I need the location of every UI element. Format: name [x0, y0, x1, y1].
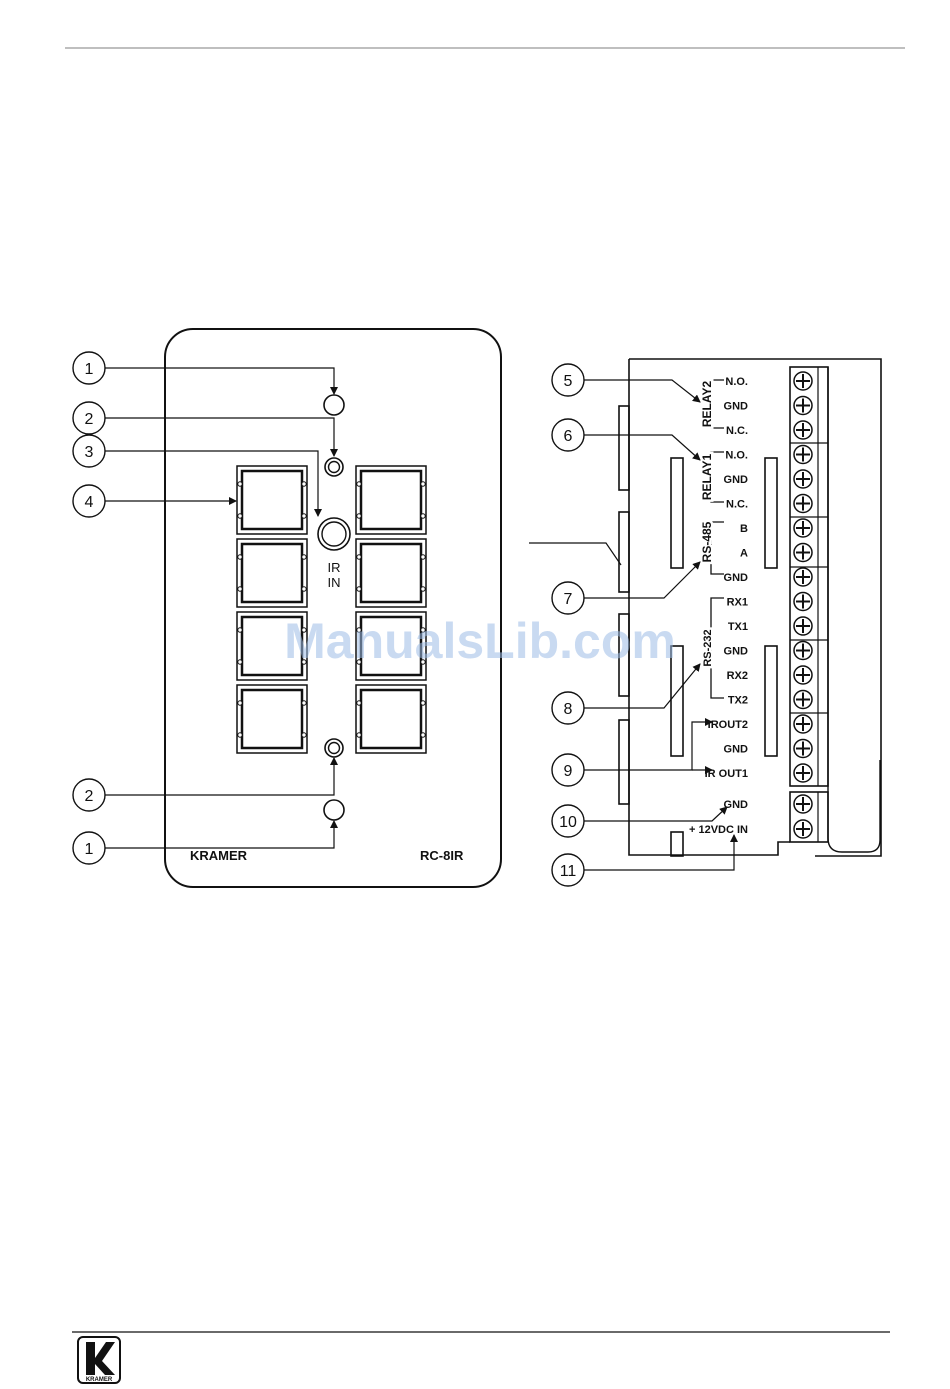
callout-1-top: 1 — [85, 361, 94, 378]
logo-text: KRAMER — [86, 1377, 113, 1383]
top-hole — [324, 395, 344, 415]
screw-icon — [794, 715, 812, 733]
left-tab — [619, 720, 629, 804]
top-led-inner — [329, 462, 340, 473]
model-label: RC-8IR — [420, 848, 464, 863]
callout-6: 6 — [564, 428, 573, 445]
callout-1-bottom: 1 — [85, 841, 94, 858]
callout-9: 9 — [564, 763, 573, 780]
terminal-label: TX1 — [728, 621, 748, 633]
terminal-label: GND — [724, 401, 749, 413]
terminal-label: GND — [724, 646, 749, 658]
right-casing — [828, 367, 880, 852]
left-tab — [619, 512, 629, 592]
screw-icon — [794, 470, 812, 488]
button-8[interactable] — [356, 685, 426, 753]
power-terminal-label: + 12VDC IN — [689, 824, 748, 836]
bottom-led-inner — [329, 743, 340, 754]
callout-2-bottom: 2 — [85, 788, 94, 805]
callout-5: 5 — [564, 373, 573, 390]
terminal-label: N.C. — [726, 425, 748, 437]
relay1-label: RELAY1 — [700, 454, 714, 501]
callout-2-top: 2 — [85, 411, 94, 428]
button-2[interactable] — [356, 466, 426, 534]
connector-slot — [765, 458, 777, 568]
screw-icon — [794, 740, 812, 758]
watermark: ManualsLib.com — [284, 613, 676, 669]
ir-sensor-inner — [322, 522, 346, 546]
screw-icon — [794, 397, 812, 415]
front-panel: IR IN KRAMER RC-8IR — [165, 329, 501, 887]
terminal-label: IROUT2 — [708, 719, 748, 731]
screw-icon — [794, 495, 812, 513]
screw-icon — [794, 446, 812, 464]
callout-3: 3 — [85, 444, 94, 461]
screw-terminals — [794, 372, 812, 838]
terminal-label: RX2 — [727, 670, 748, 682]
bottom-hole — [324, 800, 344, 820]
rear-body-outline — [629, 359, 881, 856]
relay2-label: RELAY2 — [700, 381, 714, 428]
callout-7: 7 — [564, 591, 573, 608]
screw-icon — [794, 519, 812, 537]
callout-10: 10 — [559, 814, 577, 831]
rs232-label: RS-232 — [702, 629, 714, 666]
screw-icon — [794, 795, 812, 813]
terminal-label: TX2 — [728, 695, 748, 707]
terminal-label: GND — [724, 744, 749, 756]
terminal-label: N.O. — [725, 450, 748, 462]
front-callouts: 1 2 3 4 2 1 — [73, 352, 105, 864]
rear-left-leader — [529, 543, 621, 565]
terminal-label: N.O. — [725, 376, 748, 388]
callout-8: 8 — [564, 701, 573, 718]
button-7[interactable] — [237, 685, 307, 753]
screw-icon — [794, 764, 812, 782]
connector-slot — [671, 458, 683, 568]
terminal-label: N.C. — [726, 499, 748, 511]
screw-icon — [794, 421, 812, 439]
screw-icon — [794, 568, 812, 586]
terminal-label: B — [740, 523, 748, 535]
screw-icon — [794, 593, 812, 611]
terminal-label: GND — [724, 474, 749, 486]
screw-icon — [794, 691, 812, 709]
left-tab — [619, 406, 629, 490]
kramer-logo: KRAMER — [78, 1337, 120, 1383]
callout-11: 11 — [560, 863, 577, 880]
button-1[interactable] — [237, 466, 307, 534]
terminal-label: GND — [724, 572, 749, 584]
rs485-label: RS-485 — [700, 521, 714, 562]
screw-icon — [794, 666, 812, 684]
button-3[interactable] — [237, 539, 307, 607]
connector-slot — [765, 646, 777, 756]
screw-icon — [794, 617, 812, 635]
brand-label: KRAMER — [190, 848, 248, 863]
power-terminal-label: GND — [724, 799, 749, 811]
bottom-latch — [671, 832, 683, 856]
screw-icon — [794, 372, 812, 390]
ir-label-line2: IN — [328, 575, 341, 590]
screw-icon — [794, 820, 812, 838]
terminal-label: A — [740, 548, 748, 560]
screw-icon — [794, 544, 812, 562]
terminal-labels: N.O.GNDN.C.N.O.GNDN.C.BAGNDRX1TX1GNDRX2T… — [689, 376, 748, 836]
ir-label-line1: IR — [328, 560, 341, 575]
screw-icon — [794, 642, 812, 660]
button-4[interactable] — [356, 539, 426, 607]
terminal-label: RX1 — [727, 597, 748, 609]
callout-4: 4 — [85, 494, 94, 511]
